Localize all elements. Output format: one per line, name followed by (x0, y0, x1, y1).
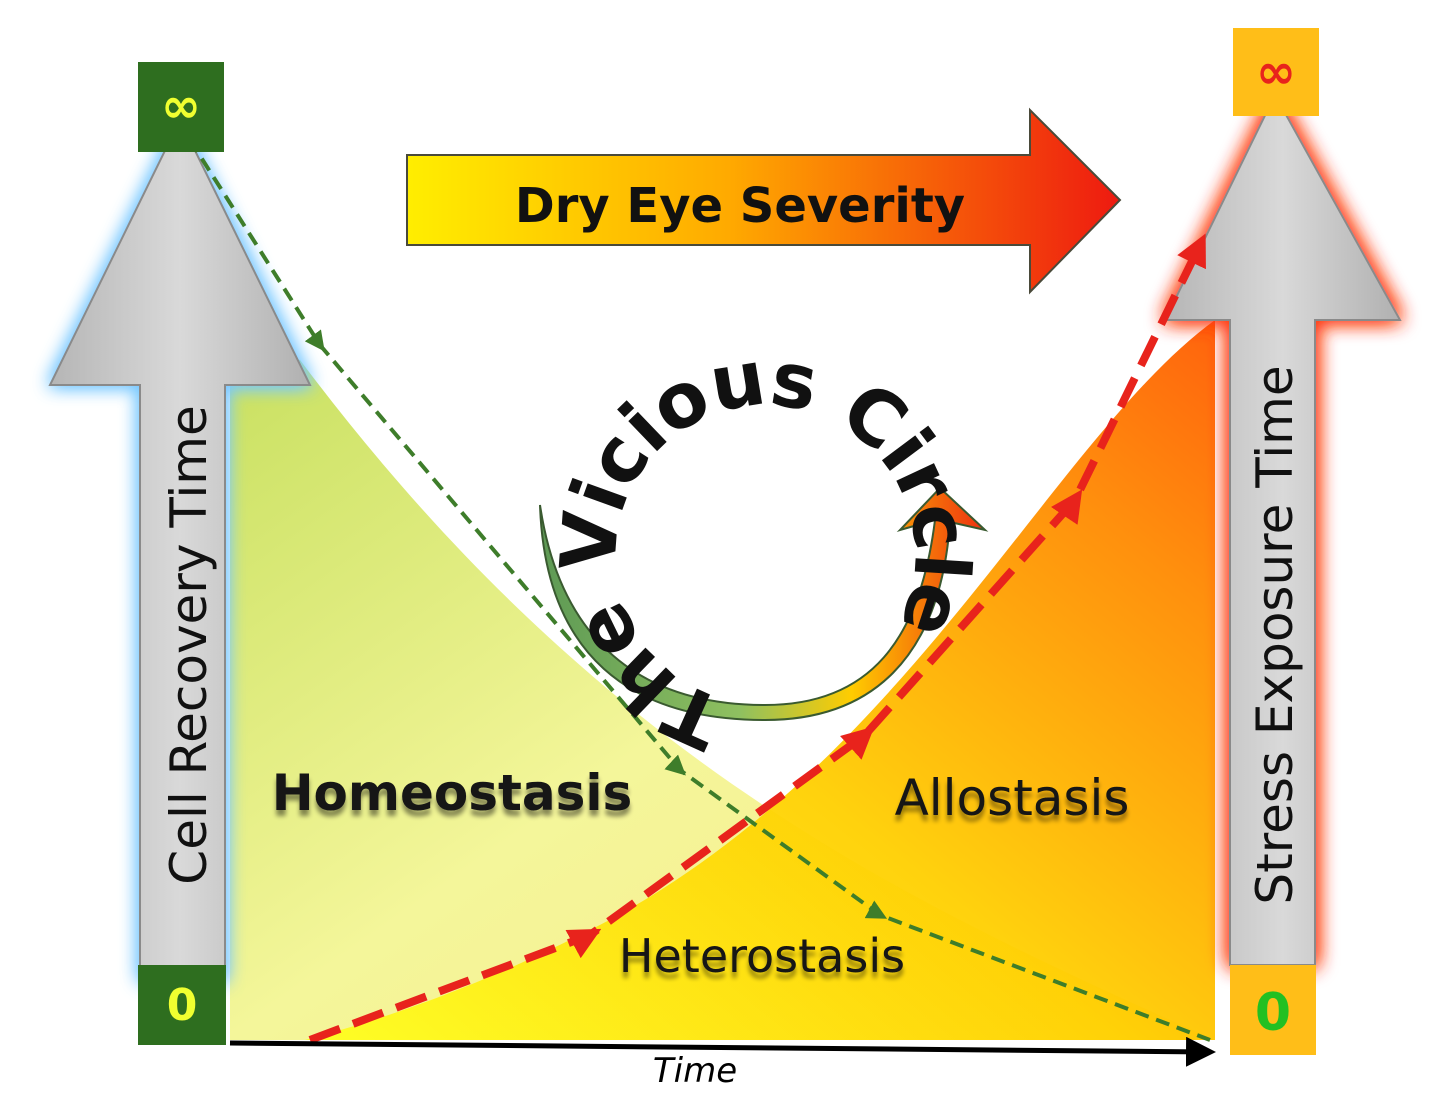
time-axis (229, 1036, 1216, 1067)
allostasis-label: Allostasis (895, 769, 1130, 827)
left-zero-value: 0 (167, 980, 198, 1031)
left-top-infinity-box: ∞ (138, 62, 224, 152)
cell-recovery-label: Cell Recovery Time (160, 405, 218, 884)
stress-exposure-label: Stress Exposure Time (1246, 365, 1304, 904)
right-top-infinity-box: ∞ (1233, 28, 1319, 116)
severity-label: Dry Eye Severity (515, 178, 965, 234)
stress-dashed-line (308, 233, 1206, 1044)
right-bottom-zero-box: 0 (1230, 965, 1316, 1055)
homeostasis-label: Homeostasis (272, 764, 633, 822)
time-axis-label: Time (653, 1051, 737, 1091)
right-zero-value: 0 (1255, 983, 1291, 1043)
vicious-circle-arc (539, 486, 989, 722)
heterostasis-label: Heterostasis (619, 929, 905, 983)
left-bottom-zero-box: 0 (138, 965, 226, 1045)
right-infinity-value: ∞ (1256, 44, 1296, 100)
left-infinity-value: ∞ (161, 78, 201, 134)
